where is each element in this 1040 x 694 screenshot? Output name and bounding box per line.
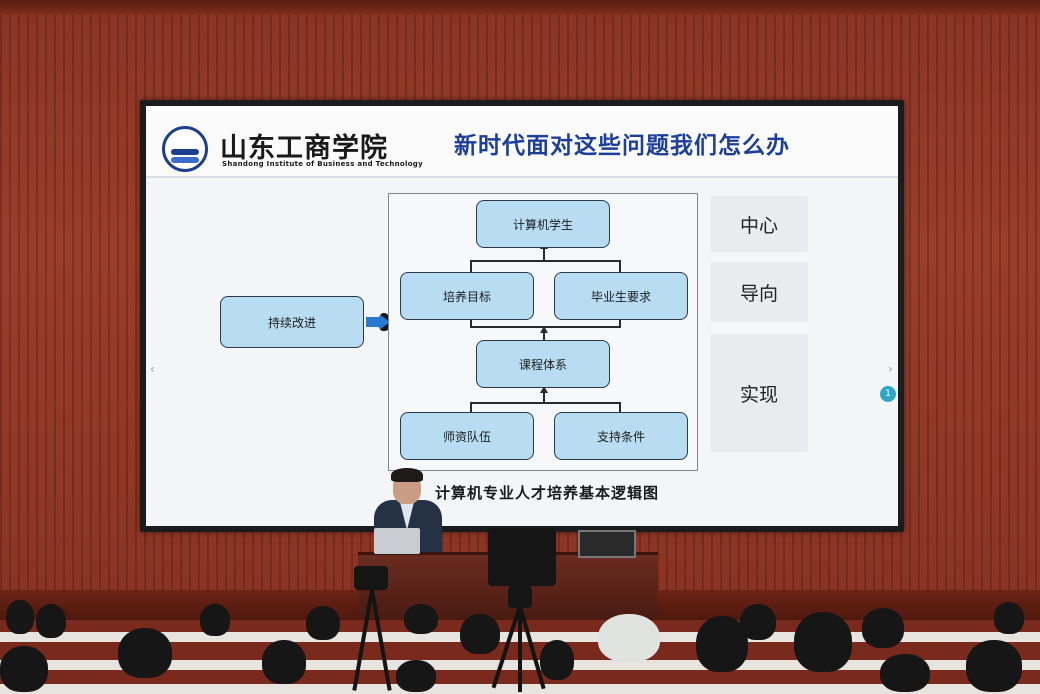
desk-monitor [578, 530, 636, 558]
prev-slide-icon: ‹ [150, 362, 155, 376]
audience-head [862, 608, 904, 648]
audience-head [966, 640, 1022, 692]
ceiling-strip [0, 0, 1040, 14]
connector-line [619, 260, 621, 272]
connector-line [470, 260, 620, 262]
connector-line [543, 328, 545, 340]
audience-head [404, 604, 438, 634]
improvement-arrow-icon [366, 313, 390, 331]
school-name-cn: 山东工商学院 [220, 133, 388, 164]
video-camera [488, 528, 556, 586]
node-continuous-improvement: 持续改进 [220, 296, 364, 348]
audience-head [36, 604, 66, 638]
connector-line [619, 320, 621, 328]
node-training-goal: 培养目标 [400, 272, 534, 320]
node-curriculum: 课程体系 [476, 340, 610, 388]
node-graduation-requirements: 毕业生要求 [554, 272, 688, 320]
audience-head [794, 612, 852, 672]
school-name-en: Shandong Institute of Business and Techn… [222, 160, 423, 168]
audience-head [696, 616, 748, 672]
speaker-hair [391, 468, 423, 482]
projection-screen: 山东工商学院 Shandong Institute of Business an… [140, 100, 904, 532]
audience-head [6, 600, 34, 634]
next-slide-icon: › [888, 362, 893, 376]
node-computer-student: 计算机学生 [476, 200, 610, 248]
connector-line [543, 388, 545, 402]
audience-head [306, 606, 340, 640]
audience-head [880, 654, 930, 692]
connector-line [470, 402, 621, 404]
school-logo-icon [162, 126, 208, 172]
presentation-slide: 山东工商学院 Shandong Institute of Business an… [146, 106, 898, 526]
slide-header: 山东工商学院 Shandong Institute of Business an… [146, 106, 898, 178]
laptop [374, 528, 420, 554]
audience-head [460, 614, 500, 654]
audience-head [994, 602, 1024, 634]
audience-head [540, 640, 574, 680]
arrow-up-icon [540, 386, 548, 393]
connector-line [470, 260, 472, 272]
audience-head [598, 614, 660, 662]
audience-head [200, 604, 230, 636]
connector-line [470, 320, 472, 328]
audience-head [740, 604, 776, 640]
arrow-up-icon [540, 326, 548, 333]
page-badge: 1 [880, 386, 896, 402]
connector-line [619, 402, 621, 412]
node-support: 支持条件 [554, 412, 688, 460]
slide-title: 新时代面对这些问题我们怎么办 [454, 133, 790, 159]
camera-mount [508, 586, 532, 608]
audience-head [118, 628, 172, 678]
small-camera [354, 566, 388, 590]
tripod-leg [518, 606, 522, 692]
side-label-realization: 实现 [710, 334, 808, 452]
audience-head [0, 646, 48, 692]
side-label-orientation: 导向 [710, 262, 808, 322]
node-faculty: 师资队伍 [400, 412, 534, 460]
audience-head [262, 640, 306, 684]
side-label-center: 中心 [710, 196, 808, 252]
connector-line [470, 402, 472, 412]
audience-head [396, 660, 436, 692]
diagram-caption: 计算机专业人才培养基本逻辑图 [434, 484, 659, 502]
connector-line [543, 246, 545, 260]
